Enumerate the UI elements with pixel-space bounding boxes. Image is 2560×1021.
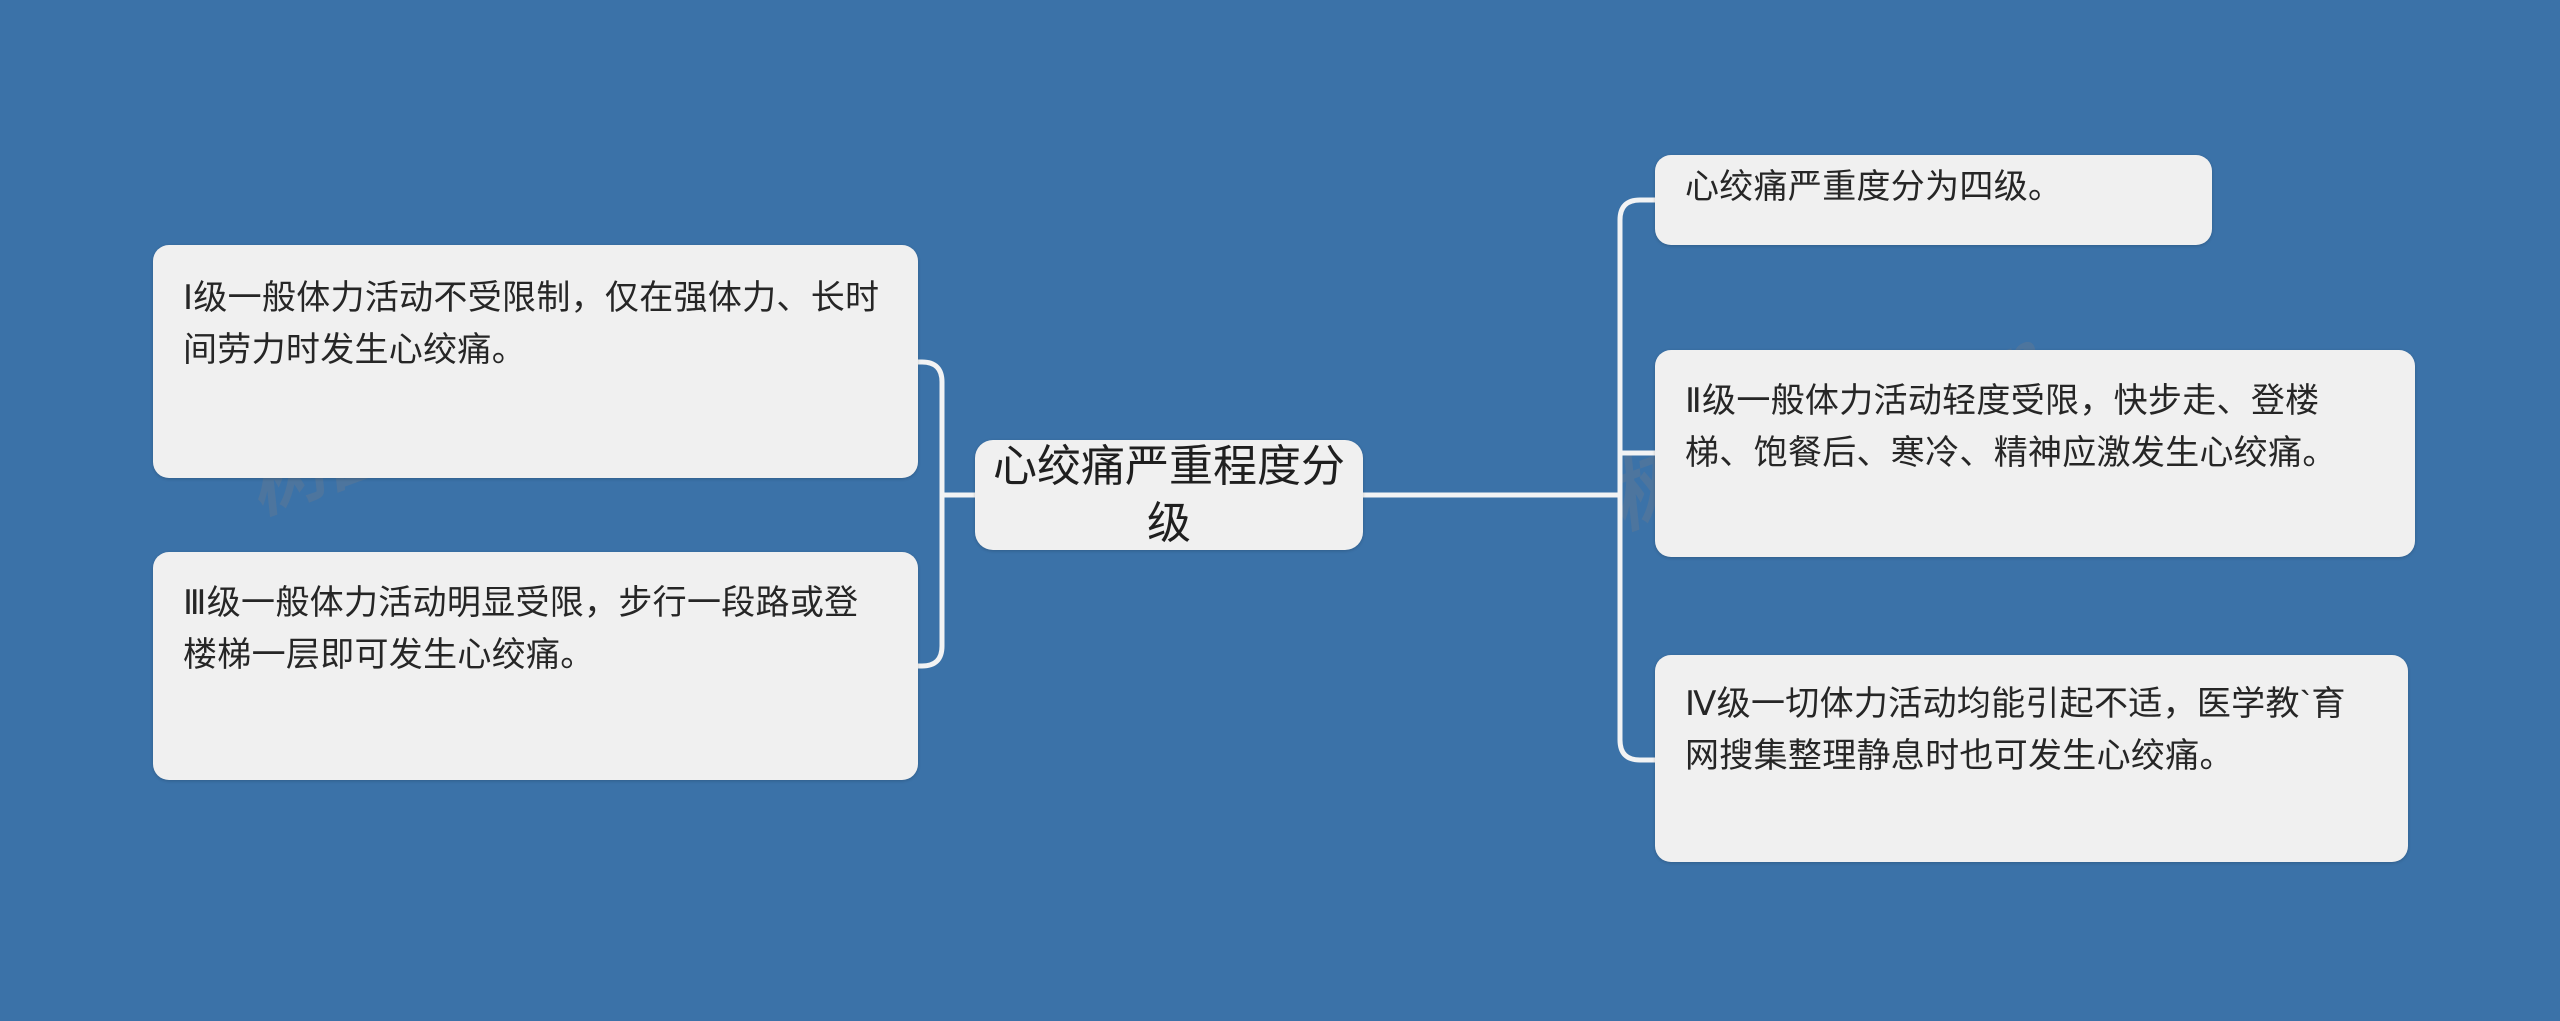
central-node[interactable]: 心绞痛严重程度分级 — [975, 440, 1363, 550]
branch-node-grade4-label: Ⅳ级一切体力活动均能引起不适，医学教`育网搜集整理静息时也可发生心绞痛。 — [1685, 685, 2346, 775]
branch-node-grade1-label: Ⅰ级一般体力活动不受限制，仅在强体力、长时间劳力时发生心绞痛。 — [183, 279, 880, 369]
connector-right-bracket — [1617, 197, 1658, 763]
branch-node-grade3-label: Ⅲ级一般体力活动明显受限，步行一段路或登楼梯一层即可发生心绞痛。 — [183, 584, 859, 674]
branch-node-grade3[interactable]: Ⅲ级一般体力活动明显受限，步行一段路或登楼梯一层即可发生心绞痛。 — [153, 552, 918, 780]
connector-left-bracket — [915, 359, 945, 669]
central-node-label: 心绞痛严重程度分级 — [993, 441, 1345, 548]
branch-node-overview[interactable]: 心绞痛严重度分为四级。 — [1655, 155, 2212, 245]
branch-node-grade2[interactable]: Ⅱ级一般体力活动轻度受限，快步走、登楼梯、饱餐后、寒冷、精神应激发生心绞痛。 — [1655, 350, 2415, 557]
branch-node-grade4[interactable]: Ⅳ级一切体力活动均能引起不适，医学教`育网搜集整理静息时也可发生心绞痛。 — [1655, 655, 2408, 862]
branch-node-grade2-label: Ⅱ级一般体力活动轻度受限，快步走、登楼梯、饱餐后、寒冷、精神应激发生心绞痛。 — [1685, 382, 2337, 472]
branch-node-overview-label: 心绞痛严重度分为四级。 — [1685, 168, 2063, 207]
branch-node-grade1[interactable]: Ⅰ级一般体力活动不受限制，仅在强体力、长时间劳力时发生心绞痛。 — [153, 245, 918, 478]
